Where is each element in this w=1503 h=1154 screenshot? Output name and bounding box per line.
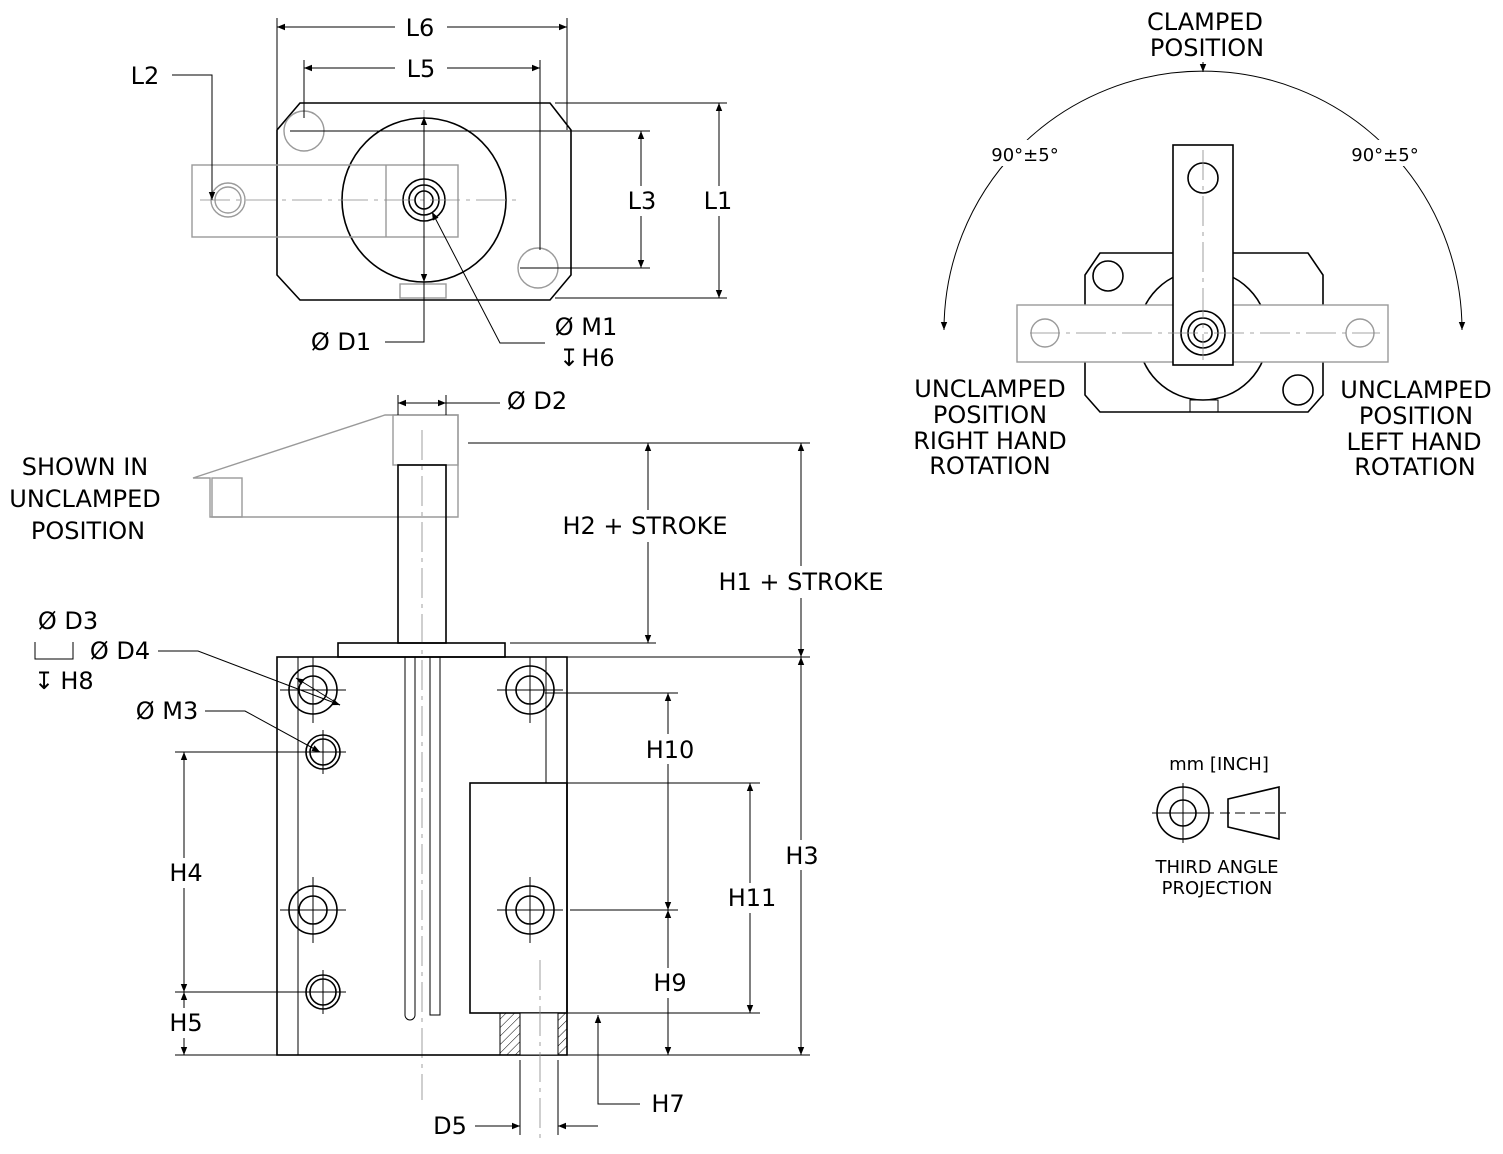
top-flange (337, 642, 506, 658)
units-label: mm [INCH] (1169, 754, 1269, 775)
dim-H4: H4 (169, 859, 202, 887)
dim-D4: Ø D4 (90, 637, 150, 665)
dim-H6: H6 (581, 344, 614, 372)
holes (280, 657, 563, 1014)
unclamped-left-3: LEFT HAND (1346, 428, 1481, 456)
side-block (469, 782, 568, 1014)
angle-left: 90°±5° (991, 145, 1058, 166)
clamped-label-1: CLAMPED (1147, 8, 1263, 36)
dim-L5: L5 (407, 55, 436, 83)
clamp-arm-side (192, 414, 459, 518)
dim-D5: D5 (433, 1112, 467, 1140)
angle-right: 90°±5° (1351, 145, 1418, 166)
clamped-label-2: POSITION (1150, 34, 1264, 62)
unclamped-right-1: UNCLAMPED (914, 375, 1065, 403)
dim-H7: H7 (651, 1090, 684, 1118)
cone-icon (1227, 785, 1280, 841)
unclamped-left-1: UNCLAMPED (1340, 376, 1491, 404)
svg-text:↧: ↧ (34, 667, 54, 695)
projection-symbol: mm [INCH] THIRD ANGLE PROJECTION (1152, 754, 1286, 899)
side-view: SHOWN IN UNCLAMPED POSITION (9, 387, 892, 1140)
dim-L3: L3 (628, 187, 657, 215)
dim-D1: Ø D1 (311, 328, 371, 356)
note-line-2: UNCLAMPED (9, 485, 160, 513)
unclamped-right-4: ROTATION (929, 452, 1051, 480)
projection-label-2: PROJECTION (1162, 878, 1273, 899)
unclamped-left-2: POSITION (1359, 402, 1473, 430)
dim-L2: L2 (131, 62, 160, 90)
dim-D3: Ø D3 (38, 607, 98, 635)
clamp-arm (191, 164, 459, 238)
dim-H8: H8 (60, 667, 93, 695)
dim-M1: Ø M1 (555, 313, 618, 341)
dim-H11: H11 (728, 884, 777, 912)
dim-H2-stroke: H2 + STROKE (562, 512, 727, 540)
top-view: L6 L5 L2 L3 L1 Ø D1 Ø M1 ↧ H6 (131, 14, 740, 372)
dim-H3: H3 (785, 842, 818, 870)
note-line-1: SHOWN IN (22, 453, 149, 481)
unclamped-right-2: POSITION (933, 401, 1047, 429)
dim-M3: Ø M3 (136, 697, 199, 725)
note-line-3: POSITION (31, 517, 145, 545)
dim-L1: L1 (704, 187, 733, 215)
dim-H9: H9 (653, 969, 686, 997)
rotation-view: CLAMPED POSITION 90°±5° 90°±5° UNCLAMPED… (913, 8, 1492, 481)
dim-H1-stroke: H1 + STROKE (718, 568, 883, 596)
unclamped-right-3: RIGHT HAND (913, 427, 1067, 455)
dim-H10: H10 (646, 736, 695, 764)
dim-D2: Ø D2 (507, 387, 567, 415)
projection-label-1: THIRD ANGLE (1154, 857, 1278, 878)
svg-text:↧: ↧ (559, 344, 579, 372)
unclamped-left-4: ROTATION (1354, 453, 1476, 481)
base-plate (276, 102, 572, 301)
dim-H5: H5 (169, 1009, 202, 1037)
dim-L6: L6 (406, 14, 435, 42)
